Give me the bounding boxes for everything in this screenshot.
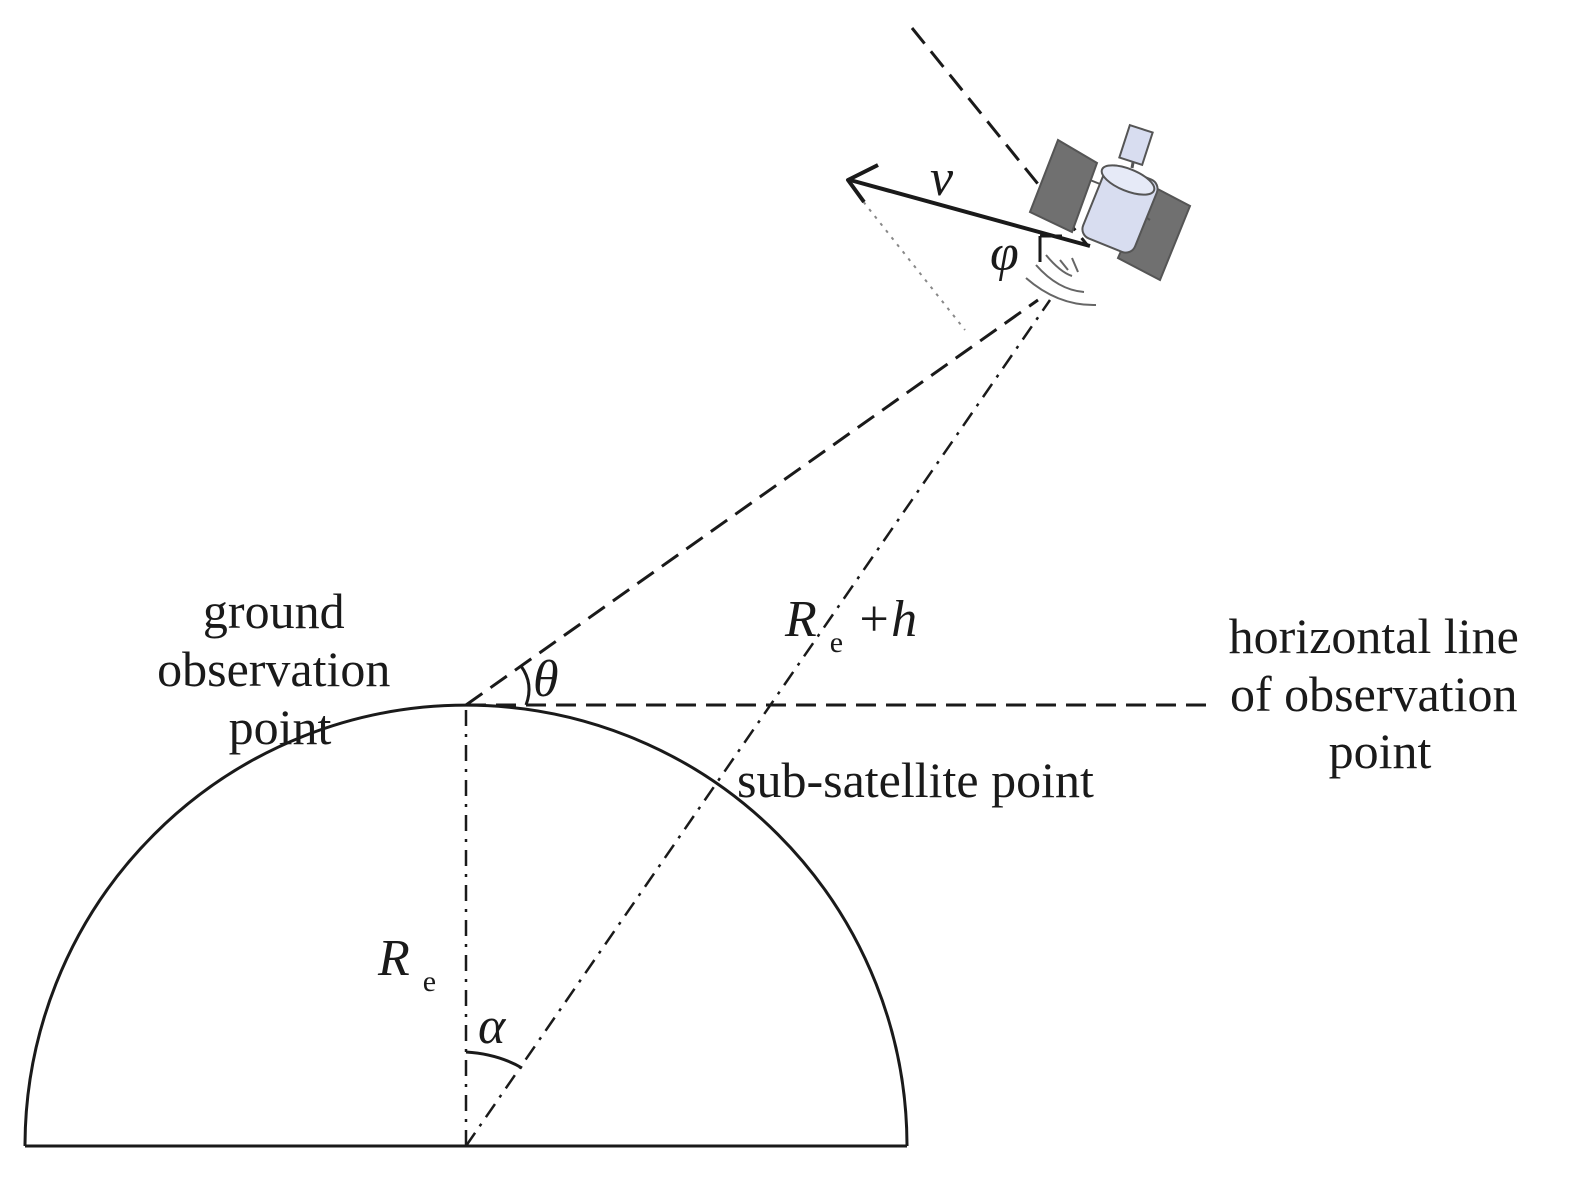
- velocity-projection-line: [857, 194, 966, 331]
- earth-radius-label-main: R: [377, 930, 410, 987]
- satellite-antenna-box: [1118, 123, 1154, 167]
- alpha-angle-arc: [465, 1050, 523, 1070]
- orbit-radius-label-tail: +h: [856, 591, 917, 648]
- horizontal-line-label: horizontal line of observation point: [1229, 608, 1532, 779]
- orbit-radius-label: R e +h: [784, 591, 917, 664]
- horizontal-line-label-line3: point: [1329, 723, 1432, 779]
- incoming-dashed-line: [910, 27, 1090, 247]
- ground-observation-label-line1: ground: [203, 583, 345, 639]
- orbit-radius-label-main: R: [784, 591, 817, 648]
- horizontal-line-label-line2: of observation: [1230, 666, 1517, 722]
- theta-label: θ: [533, 651, 559, 708]
- ground-observation-label-line2: observation: [157, 641, 390, 697]
- horizontal-line-label-line1: horizontal line: [1229, 608, 1519, 664]
- center-to-satellite-line: [464, 299, 1052, 1147]
- orbit-radius-label-sub: e: [830, 626, 843, 659]
- theta-angle-arc: [519, 665, 531, 706]
- earth-radius-label: R e: [377, 930, 436, 998]
- phi-label: φ: [990, 225, 1019, 282]
- satellite-icon: [1025, 123, 1192, 307]
- ground-observation-label-line3: point: [229, 699, 332, 755]
- satellite-panel-left: [1028, 138, 1099, 234]
- velocity-arrow-head: [846, 163, 879, 204]
- ground-observation-label: ground observation point: [157, 583, 403, 755]
- line-of-sight: [465, 298, 1039, 707]
- sub-satellite-label: sub-satellite point: [737, 752, 1094, 808]
- velocity-label: v: [930, 150, 954, 207]
- earth-radius-label-sub: e: [423, 965, 436, 998]
- alpha-label: α: [478, 998, 507, 1055]
